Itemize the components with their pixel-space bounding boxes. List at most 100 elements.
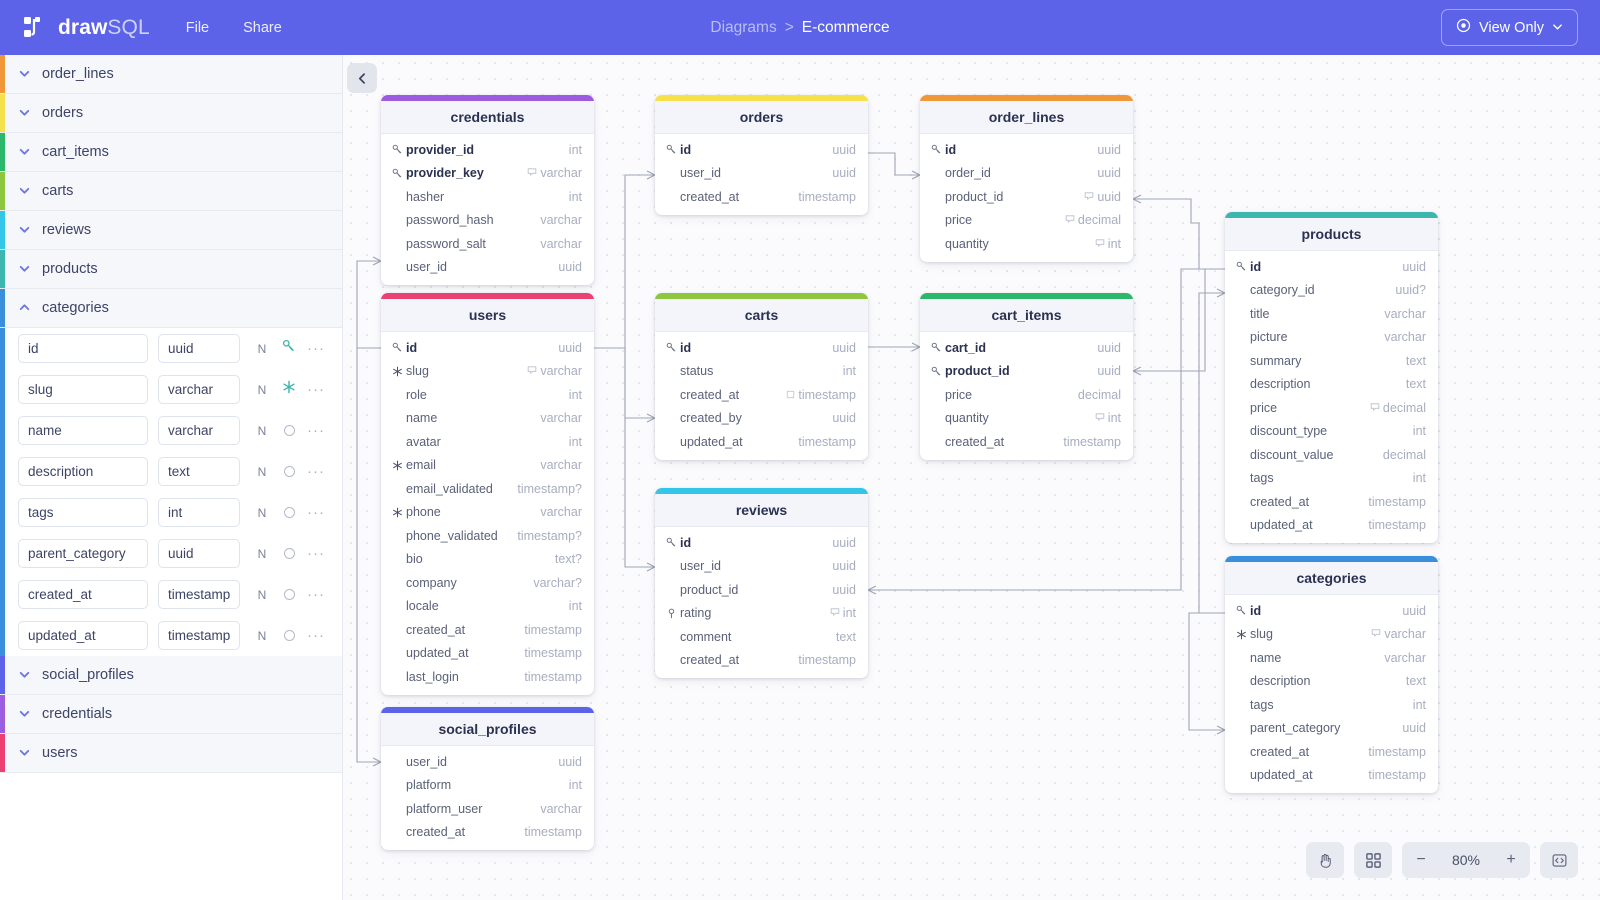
sidebar-item-categories[interactable]: categories <box>0 289 342 328</box>
view-only-button[interactable]: View Only <box>1440 9 1578 46</box>
field-more-button[interactable]: ··· <box>307 463 325 480</box>
chevron-down-icon[interactable] <box>18 67 32 81</box>
field-name-input[interactable]: created_at <box>18 580 148 609</box>
sidebar-item-products[interactable]: products <box>0 250 342 289</box>
sidebar-item-social_profiles[interactable]: social_profiles <box>0 656 342 695</box>
field-nullable-flag[interactable]: N <box>257 464 267 479</box>
field-name-input[interactable]: description <box>18 457 148 486</box>
sidebar-item-order_lines[interactable]: order_lines <box>0 55 342 94</box>
field-name-input[interactable]: updated_at <box>18 621 148 650</box>
hand-icon[interactable] <box>1306 842 1344 878</box>
field-type-input[interactable]: varchar <box>158 416 240 445</box>
breadcrumb-current[interactable]: E-commerce <box>801 18 890 36</box>
no-key-indicator[interactable] <box>283 425 295 436</box>
menu-share[interactable]: Share <box>243 19 282 36</box>
sidebar-item-users[interactable]: users <box>0 734 342 773</box>
field-type-input[interactable]: uuid <box>158 539 240 568</box>
field-type-input[interactable]: timestamp <box>158 621 240 650</box>
brand-logo[interactable]: drawSQL <box>22 15 150 41</box>
field-more-button[interactable]: ··· <box>307 545 325 562</box>
chevron-down-icon[interactable] <box>18 145 32 159</box>
field-nullable-flag[interactable]: N <box>257 587 267 602</box>
no-key-indicator[interactable] <box>283 548 295 559</box>
sidebar-item-carts[interactable]: carts <box>0 172 342 211</box>
chevron-down-icon[interactable] <box>18 262 32 276</box>
chevron-down-icon[interactable] <box>18 668 32 682</box>
chevron-down-icon[interactable] <box>18 707 32 721</box>
field-nullable-flag[interactable]: N <box>257 341 267 356</box>
no-key-indicator[interactable] <box>283 589 295 600</box>
field-more-button[interactable]: ··· <box>307 422 325 439</box>
field-name-input[interactable]: parent_category <box>18 539 148 568</box>
field-name-input[interactable]: slug <box>18 375 148 404</box>
field-name-input[interactable]: tags <box>18 498 148 527</box>
field-more-button[interactable]: ··· <box>307 504 325 521</box>
field-nullable-flag[interactable]: N <box>257 628 267 643</box>
field-type-input[interactable]: uuid <box>158 334 240 363</box>
breadcrumb-parent[interactable]: Diagrams <box>710 18 777 36</box>
sidebar-item-cart_items[interactable]: cart_items <box>0 133 342 172</box>
field-type-input[interactable]: int <box>158 498 240 527</box>
field-nullable-flag[interactable]: N <box>257 423 267 438</box>
no-key-indicator[interactable] <box>283 466 295 477</box>
sidebar-item-orders[interactable]: orders <box>0 94 342 133</box>
menu-file[interactable]: File <box>185 19 210 36</box>
field-more-button[interactable]: ··· <box>307 381 325 398</box>
field-type-input[interactable]: timestamp <box>158 580 240 609</box>
zoom-in-button[interactable]: + <box>1506 851 1516 868</box>
primary-key-icon[interactable] <box>282 339 296 358</box>
field-nullable-flag[interactable]: N <box>257 505 267 520</box>
chevron-down-icon[interactable] <box>18 223 32 237</box>
unique-icon[interactable] <box>282 380 296 399</box>
field-more-button[interactable]: ··· <box>307 627 325 644</box>
field-nullable-flag[interactable]: N <box>257 382 267 397</box>
